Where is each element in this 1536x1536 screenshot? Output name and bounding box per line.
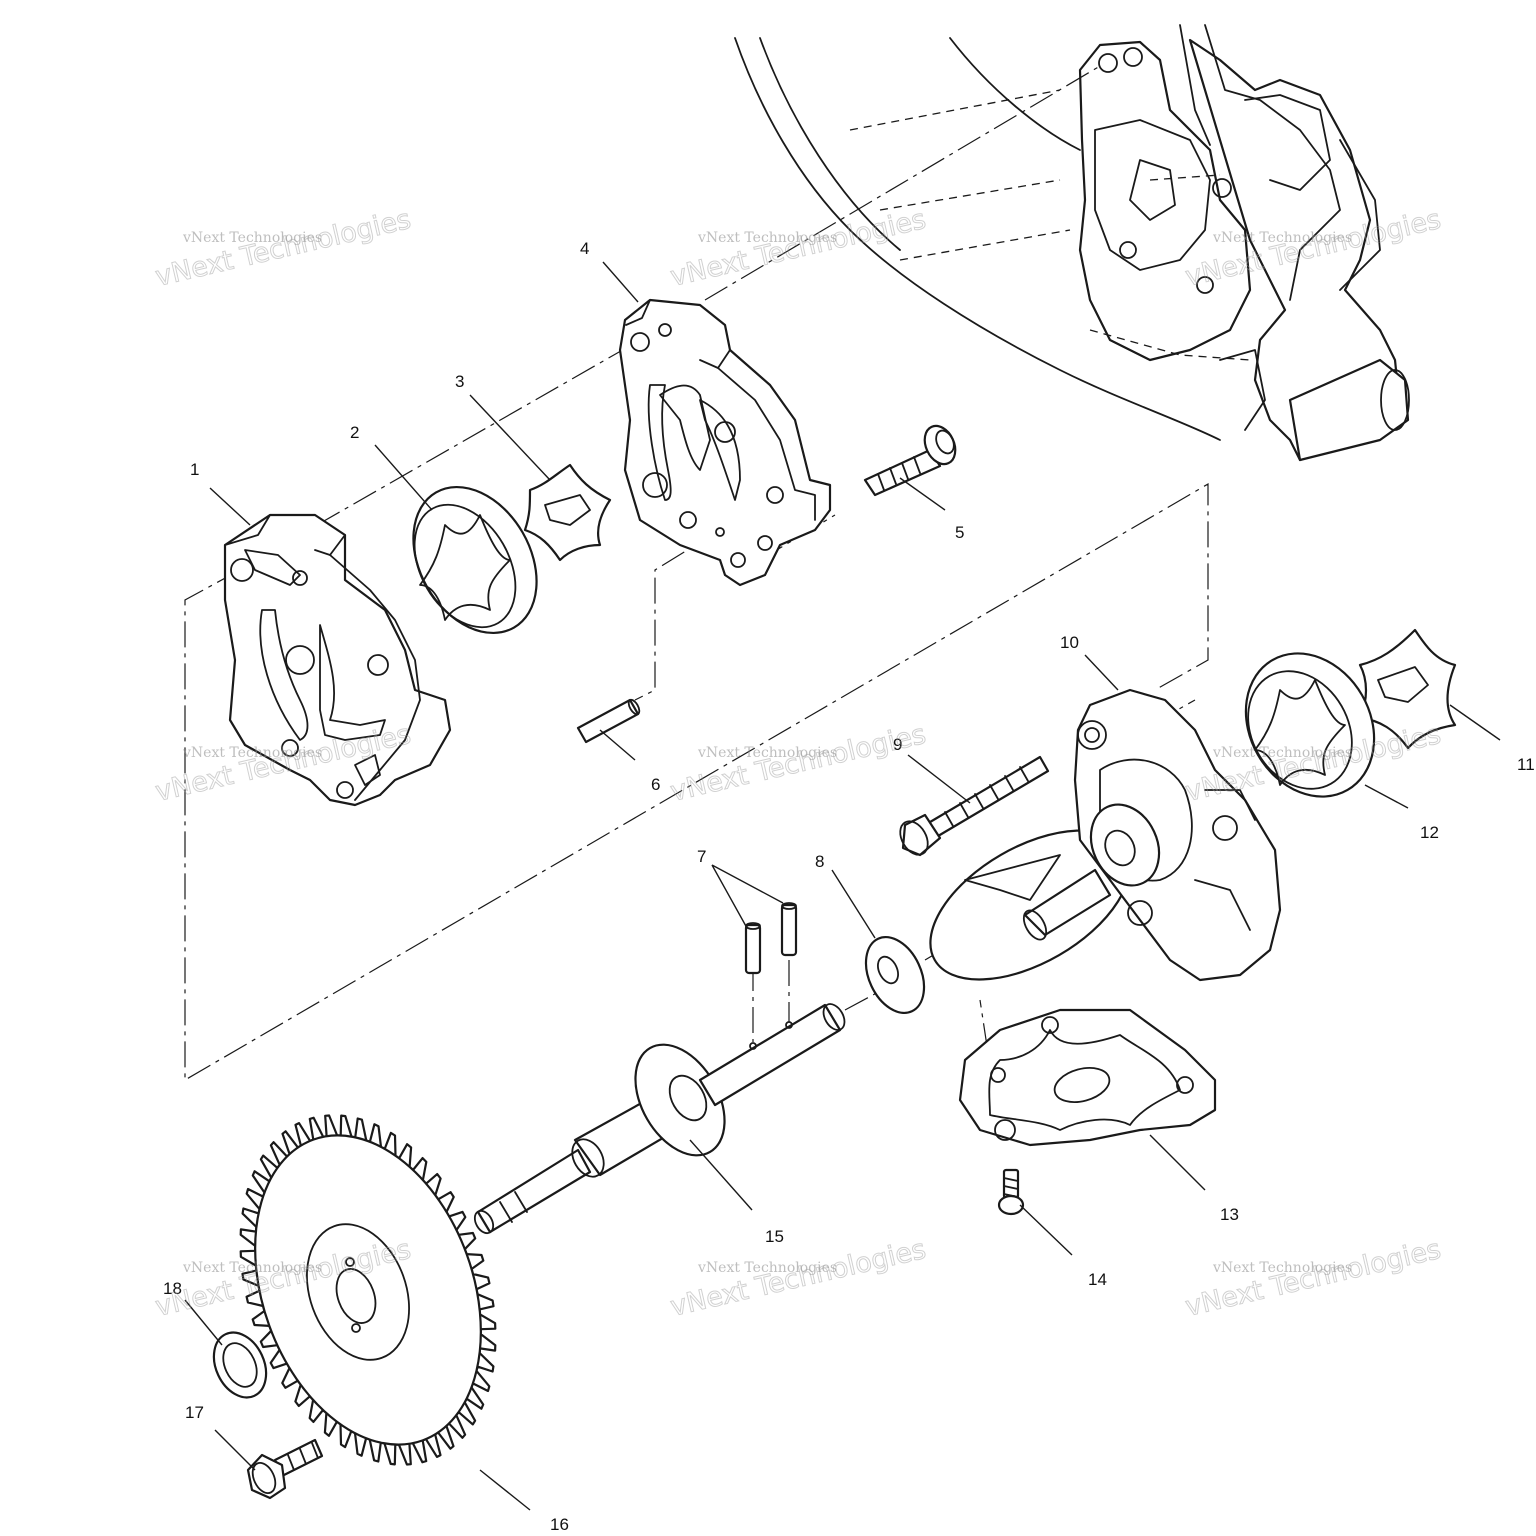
- callout-4: 4: [580, 239, 589, 258]
- part-4-pump-plate: [618, 298, 832, 587]
- part-17-bolt: [246, 1438, 324, 1500]
- watermark-2: vNext Technologies vNext Technologies: [667, 203, 929, 293]
- svg-text:vNext Technologies: vNext Technologies: [668, 719, 929, 808]
- callout-6: 6: [651, 775, 660, 794]
- part-1-pump-housing: [223, 513, 452, 807]
- callout-17: 17: [185, 1403, 204, 1422]
- watermark-5: vNext Technologies vNext Technologies: [667, 718, 929, 808]
- part-5-bolt: [863, 424, 957, 497]
- callout-7: 7: [697, 847, 706, 866]
- svg-text:vNext Technologies: vNext Technologies: [1212, 745, 1352, 761]
- part-3-inner-rotor: [523, 463, 612, 562]
- svg-text:vNext Technologies: vNext Technologies: [182, 230, 322, 246]
- part-6-dowel-pin: [576, 698, 641, 744]
- part-12-outer-rotor: [1244, 652, 1376, 798]
- part-7-pins: [744, 902, 798, 975]
- part-15-pump-shaft: [473, 1003, 846, 1235]
- callout-3: 3: [455, 372, 464, 391]
- callout-13: 13: [1220, 1205, 1239, 1224]
- callout-numbers: 1 2 3 4 5 6 7 8 9 10 11 12 13 14 15 16 1…: [163, 239, 1535, 1534]
- svg-text:vNext Technologies: vNext Technologies: [153, 204, 414, 293]
- callout-2: 2: [350, 423, 359, 442]
- svg-text:vNext Technologies: vNext Technologies: [697, 230, 837, 246]
- part-10-pump-body: [929, 688, 1282, 982]
- part-2-outer-rotor: [412, 485, 538, 635]
- svg-text:vNext Technologies: vNext Technologies: [1212, 230, 1352, 246]
- svg-text:vNext Technologies: vNext Technologies: [1212, 1260, 1352, 1276]
- part-18-washer-ring: [212, 1331, 268, 1399]
- svg-text:vNext Technologies: vNext Technologies: [697, 1260, 837, 1276]
- leader-lines: [184, 261, 1501, 1511]
- callout-8: 8: [815, 852, 824, 871]
- svg-text:vNext Technologies: vNext Technologies: [182, 1260, 322, 1276]
- part-9-long-bolt: [899, 755, 1050, 857]
- callout-11: 11: [1517, 755, 1535, 774]
- callout-12: 12: [1420, 823, 1439, 842]
- callout-10: 10: [1060, 633, 1079, 652]
- part-13-gasket: [958, 1008, 1217, 1147]
- svg-text:vNext Technologies: vNext Technologies: [668, 1234, 929, 1323]
- callout-1: 1: [190, 460, 199, 479]
- watermark-8: vNext Technologies vNext Technologies: [667, 1233, 929, 1323]
- svg-text:vNext Technologies: vNext Technologies: [1183, 1234, 1444, 1323]
- part-8-washer: [864, 936, 926, 1014]
- part-14-screw: [997, 1168, 1025, 1216]
- callout-18: 18: [163, 1279, 182, 1298]
- callout-14: 14: [1088, 1270, 1107, 1289]
- callout-5: 5: [955, 523, 964, 542]
- part-16-gear: [239, 1114, 497, 1466]
- watermark-1: vNext Technologies vNext Technologies: [152, 203, 414, 293]
- callout-9: 9: [893, 735, 902, 754]
- callout-16: 16: [550, 1515, 569, 1534]
- callout-15: 15: [765, 1227, 784, 1246]
- svg-text:vNext Technologies: vNext Technologies: [697, 745, 837, 761]
- svg-text:vNext Technologies: vNext Technologies: [668, 204, 929, 293]
- watermark-9: vNext Technologies vNext Technologies: [1182, 1233, 1444, 1323]
- crankcase-outline: [734, 24, 1410, 462]
- svg-text:vNext Technologies: vNext Technologies: [182, 745, 322, 761]
